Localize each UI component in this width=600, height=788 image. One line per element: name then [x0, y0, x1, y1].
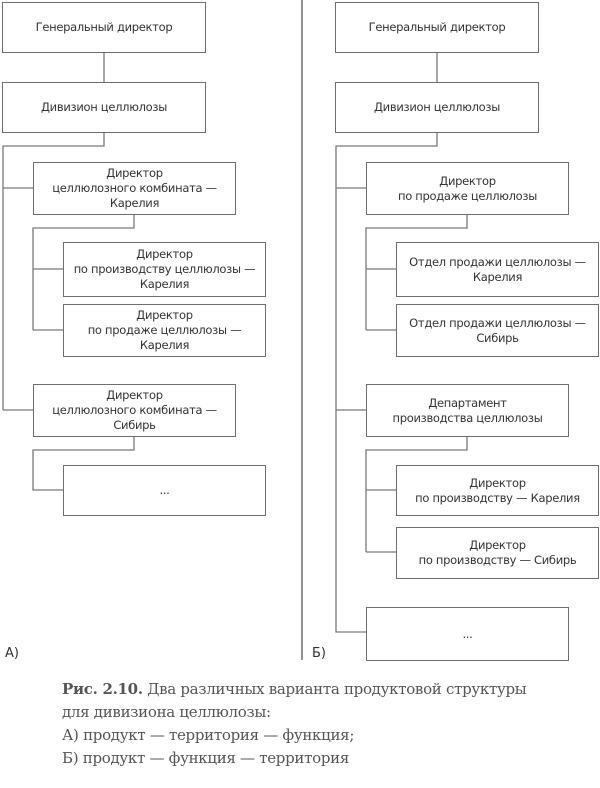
caption-line-2: для дивизиона целлюлозы: — [62, 703, 271, 721]
box-production-department: Департамент производства целлюлозы — [366, 384, 569, 437]
caption-number: Рис. 2.10. — [62, 680, 143, 698]
panel-b-label: Б) — [312, 646, 326, 661]
box-production-karelia-b: Директор по производству — Карелия — [396, 465, 599, 516]
box-sales-karelia-a: Директор по продаже целлюлозы — Карелия — [63, 304, 266, 357]
box-ellipsis-b: ... — [366, 607, 569, 661]
box-general-director-a: Генеральный директор — [2, 2, 206, 53]
box-sales-dept-siberia: Отдел продажи целлюлозы — Сибирь — [396, 304, 599, 357]
box-pulp-mill-karelia: Директор целлюлозного комбината — Карели… — [33, 162, 236, 215]
caption-line-4: Б) продукт — функция — территория — [62, 749, 349, 767]
box-production-karelia-a: Директор по производству целлюлозы — Кар… — [63, 242, 266, 297]
caption-line-3: А) продукт — территория — функция; — [62, 726, 355, 744]
panel-a-label: А) — [5, 646, 19, 661]
box-pulp-division-b: Дивизион целлюлозы — [335, 82, 539, 133]
box-general-director-b: Генеральный директор — [335, 2, 539, 53]
box-sales-dept-karelia: Отдел продажи целлюлозы — Карелия — [396, 242, 599, 297]
caption-line-1: Два различных варианта продуктовой струк… — [147, 680, 527, 698]
box-pulp-division-a: Дивизион целлюлозы — [2, 82, 206, 133]
box-sales-director-b: Директор по продаже целлюлозы — [366, 162, 569, 215]
box-production-siberia-b: Директор по производству — Сибирь — [396, 527, 599, 579]
box-ellipsis-a: ... — [63, 465, 266, 516]
figure-caption: Рис. 2.10. Два различных варианта продук… — [62, 678, 527, 770]
box-pulp-mill-siberia: Директор целлюлозного комбината — Сибирь — [33, 384, 236, 437]
